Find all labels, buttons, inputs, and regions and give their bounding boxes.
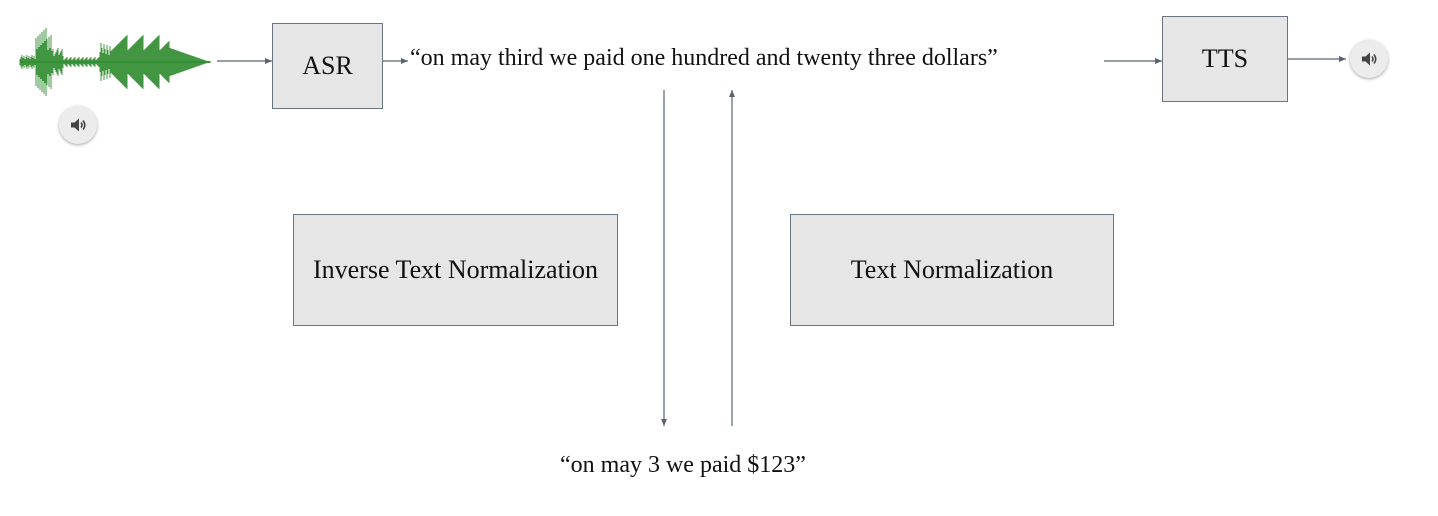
speaker-glyph	[1362, 52, 1377, 66]
spoken-form-text: “on may third we paid one hundred and tw…	[410, 45, 998, 71]
written-form-text: “on may 3 we paid $123”	[560, 452, 806, 478]
speaker-icon[interactable]	[59, 106, 97, 144]
tts-box: TTS	[1162, 16, 1288, 102]
speaker-icon[interactable]	[1350, 40, 1388, 78]
asr-box: ASR	[272, 23, 383, 109]
text-normalization-box: Text Normalization	[790, 214, 1114, 326]
inverse-text-normalization-box: Inverse Text Normalization	[293, 214, 618, 326]
audio-waveform-icon	[19, 28, 211, 96]
speaker-glyph	[71, 118, 86, 132]
